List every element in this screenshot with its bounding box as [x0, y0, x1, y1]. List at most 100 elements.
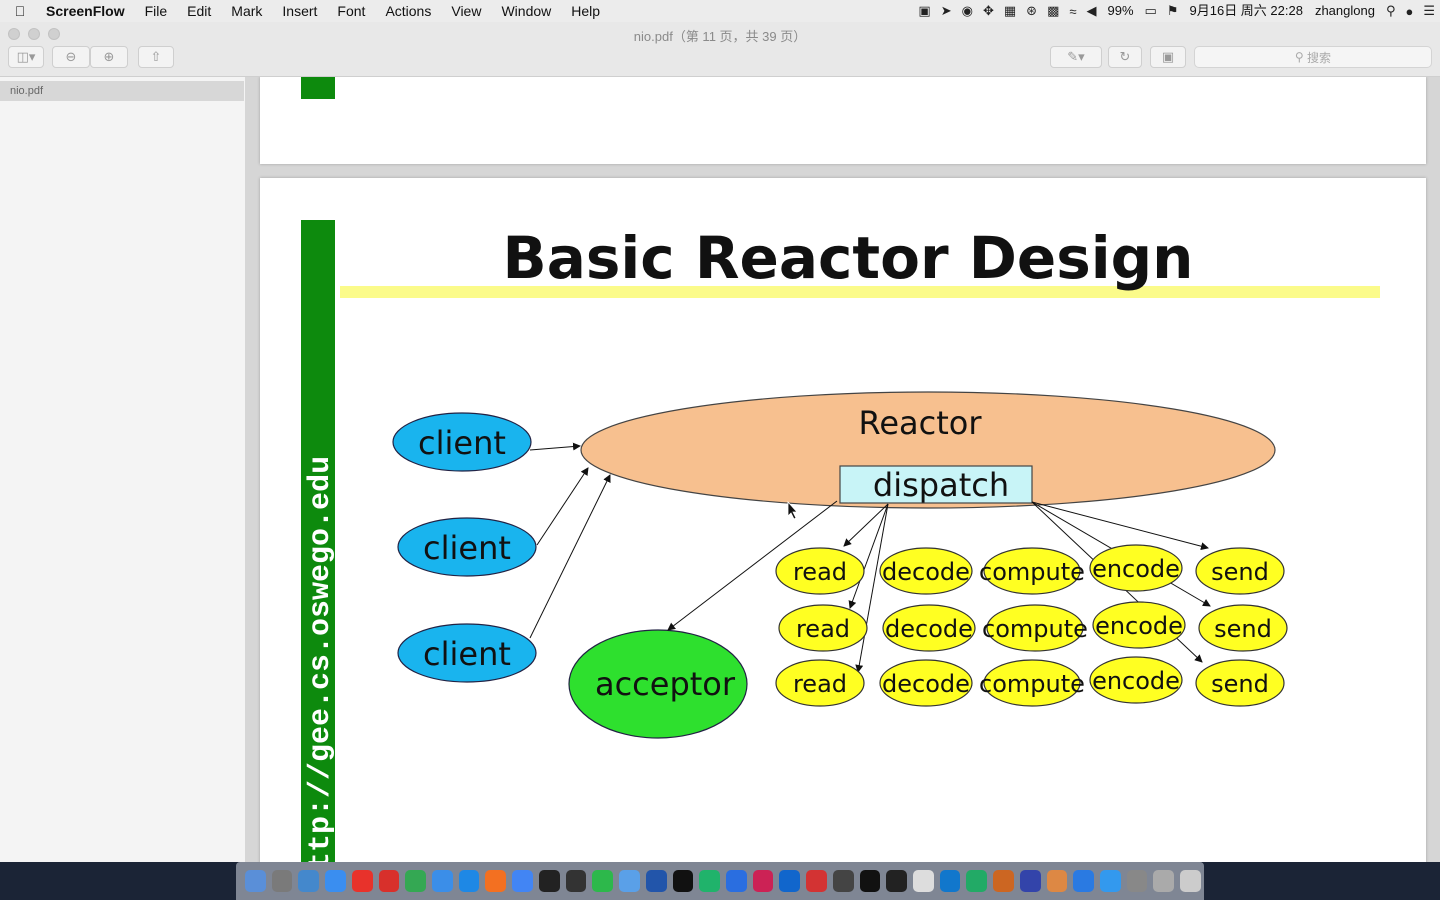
move-icon[interactable]: ✥: [982, 3, 994, 18]
dock-app-icon[interactable]: [405, 870, 427, 892]
handler-node-send: send: [1198, 604, 1288, 652]
zoom-window-button[interactable]: [48, 28, 60, 40]
menu-window[interactable]: Window: [501, 3, 552, 19]
toolbar: ◫▾ ⊖ ⊕ ⇧ ✎▾ ↻ ▣ ⚲ 搜索: [0, 46, 1440, 77]
dock-app-icon[interactable]: [619, 870, 640, 892]
dock-app-icon[interactable]: [645, 870, 667, 892]
battery-percent[interactable]: 99%: [1107, 3, 1134, 18]
user-name[interactable]: zhanglong: [1314, 3, 1375, 18]
menu-actions[interactable]: Actions: [385, 3, 432, 19]
zoom-out-icon[interactable]: ⊖: [52, 46, 90, 68]
document-title[interactable]: nio.pdf（第 11 页，共 39 页）: [633, 29, 807, 44]
toolbox-icon[interactable]: ▣: [1150, 46, 1186, 68]
dock-app-icon[interactable]: [351, 870, 373, 892]
dock-app-icon[interactable]: [832, 870, 854, 892]
dock-app-icon[interactable]: [1046, 870, 1068, 892]
thumbnail-sidebar: nio.pdf: [0, 77, 246, 862]
dock-app-icon[interactable]: [1153, 870, 1175, 892]
dock-app-icon[interactable]: [806, 870, 827, 892]
dock-app-icon[interactable]: [378, 870, 400, 892]
dock-app-icon[interactable]: [512, 870, 533, 892]
dock-app-icon[interactable]: [1073, 870, 1094, 892]
markup-pen-icon[interactable]: ✎▾: [1050, 46, 1102, 68]
slide-title: Basic Reactor Design: [503, 224, 1194, 292]
handler-node-encode: encode: [1092, 601, 1186, 649]
clipboard-icon[interactable]: ▦: [1003, 3, 1017, 18]
share-icon[interactable]: ⇧: [138, 46, 174, 68]
search-placeholder: 搜索: [1307, 50, 1332, 65]
wifi-icon[interactable]: ≈: [1069, 3, 1077, 19]
client-label: client: [418, 424, 506, 462]
dock-app-icon[interactable]: [298, 870, 320, 892]
dock-app-icon[interactable]: [1100, 870, 1121, 892]
dock-app-icon[interactable]: [1126, 870, 1148, 892]
menu-file[interactable]: File: [144, 3, 168, 19]
acceptor-ellipse: [568, 629, 748, 739]
sidebar-toggle-icon[interactable]: ◫▾: [8, 46, 44, 68]
handler-node-decode: decode: [882, 604, 976, 652]
previous-page: [260, 77, 1426, 164]
dock-app-icon[interactable]: [672, 870, 694, 892]
dock-app-icon[interactable]: [966, 870, 988, 892]
notification-center-icon[interactable]: ☰: [1423, 3, 1435, 18]
bluetooth-icon[interactable]: ⊛: [1026, 3, 1038, 18]
sidebar-file-item[interactable]: nio.pdf: [0, 81, 244, 101]
close-window-button[interactable]: [8, 28, 20, 40]
battery-icon[interactable]: ▭: [1144, 3, 1157, 18]
dock-app-icon[interactable]: [779, 870, 801, 892]
menu-insert[interactable]: Insert: [282, 3, 318, 19]
dock-app-icon[interactable]: [271, 870, 293, 892]
dock-app-icon[interactable]: [993, 870, 1014, 892]
handler-label: encode: [1095, 612, 1183, 640]
dock-app-icon[interactable]: [859, 870, 881, 892]
dock-app-icon[interactable]: [725, 870, 747, 892]
rotate-icon[interactable]: ↻: [1108, 46, 1142, 68]
green-vertical-bar: [301, 220, 335, 862]
acceptor-label: acceptor: [595, 665, 736, 703]
input-flag-icon[interactable]: ⚑: [1166, 3, 1179, 18]
dock-app-icon[interactable]: [538, 870, 560, 892]
dock-app-icon[interactable]: [432, 870, 453, 892]
dock-app-icon[interactable]: [886, 870, 907, 892]
dock-app-icon[interactable]: [752, 870, 774, 892]
dock-app-icon[interactable]: [1180, 870, 1201, 892]
dock-app-icon[interactable]: [458, 870, 480, 892]
menu-mark[interactable]: Mark: [231, 3, 263, 19]
spotlight-search-icon[interactable]: ⚲: [1385, 3, 1396, 18]
apple-menu-icon[interactable]: : [0, 3, 40, 19]
handler-label: decode: [882, 558, 970, 586]
dispatch-label: dispatch: [873, 466, 1009, 504]
menu-app-name[interactable]: ScreenFlow: [46, 3, 125, 19]
document-area[interactable]: http://gee.cs.oswego.edu Basic Reactor D…: [246, 77, 1440, 862]
dock-app-icon[interactable]: [485, 870, 507, 892]
dock-app-icon[interactable]: [939, 870, 961, 892]
menu-view[interactable]: View: [451, 3, 482, 19]
zoom-in-icon[interactable]: ⊕: [90, 46, 128, 68]
screenflow-record-icon[interactable]: ▣: [918, 3, 931, 18]
dock-app-icon[interactable]: [245, 870, 266, 892]
handler-label: encode: [1092, 667, 1180, 695]
handler-node-encode: encode: [1089, 656, 1183, 704]
dock-app-icon[interactable]: [699, 870, 720, 892]
location-arrow-icon[interactable]: ➤: [940, 3, 952, 18]
menu-help[interactable]: Help: [571, 3, 601, 19]
dock-app-icon[interactable]: [592, 870, 614, 892]
siri-icon[interactable]: ●: [1405, 3, 1414, 19]
dock-app-icon[interactable]: [912, 870, 934, 892]
search-field[interactable]: ⚲ 搜索: [1194, 46, 1432, 68]
handler-label: send: [1211, 670, 1269, 698]
dock-app-icon[interactable]: [1019, 870, 1041, 892]
handler-node-encode: encode: [1089, 544, 1183, 592]
dock-app-icon[interactable]: [565, 870, 587, 892]
volume-icon[interactable]: ◀: [1086, 3, 1097, 18]
handler-node-compute: compute: [979, 659, 1085, 707]
status-app-icon[interactable]: ◉: [961, 3, 973, 18]
menu-font[interactable]: Font: [337, 3, 366, 19]
handler-node-read: read: [775, 547, 865, 595]
memory-icon[interactable]: ▩: [1047, 3, 1060, 18]
clock[interactable]: 9月16日 周六 22:28: [1189, 3, 1303, 18]
minimize-window-button[interactable]: [28, 28, 40, 40]
menu-edit[interactable]: Edit: [187, 3, 212, 19]
dock-app-icon[interactable]: [325, 870, 346, 892]
